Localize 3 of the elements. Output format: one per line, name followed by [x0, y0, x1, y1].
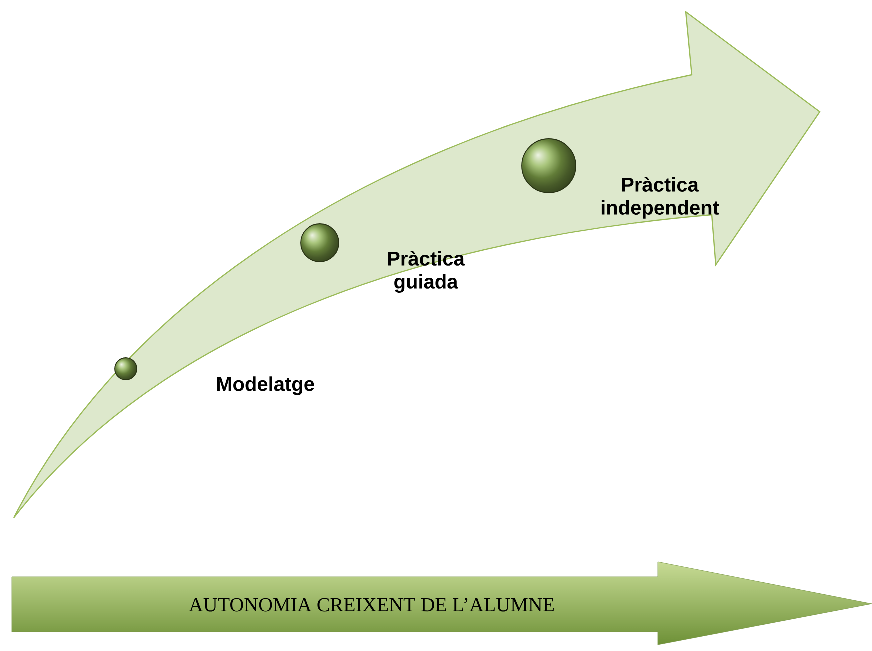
stage-label: Pràctica independent: [602, 177, 720, 219]
stage-label: Modelatge: [217, 376, 314, 396]
stage-label: Pràctica guiada: [388, 251, 466, 293]
